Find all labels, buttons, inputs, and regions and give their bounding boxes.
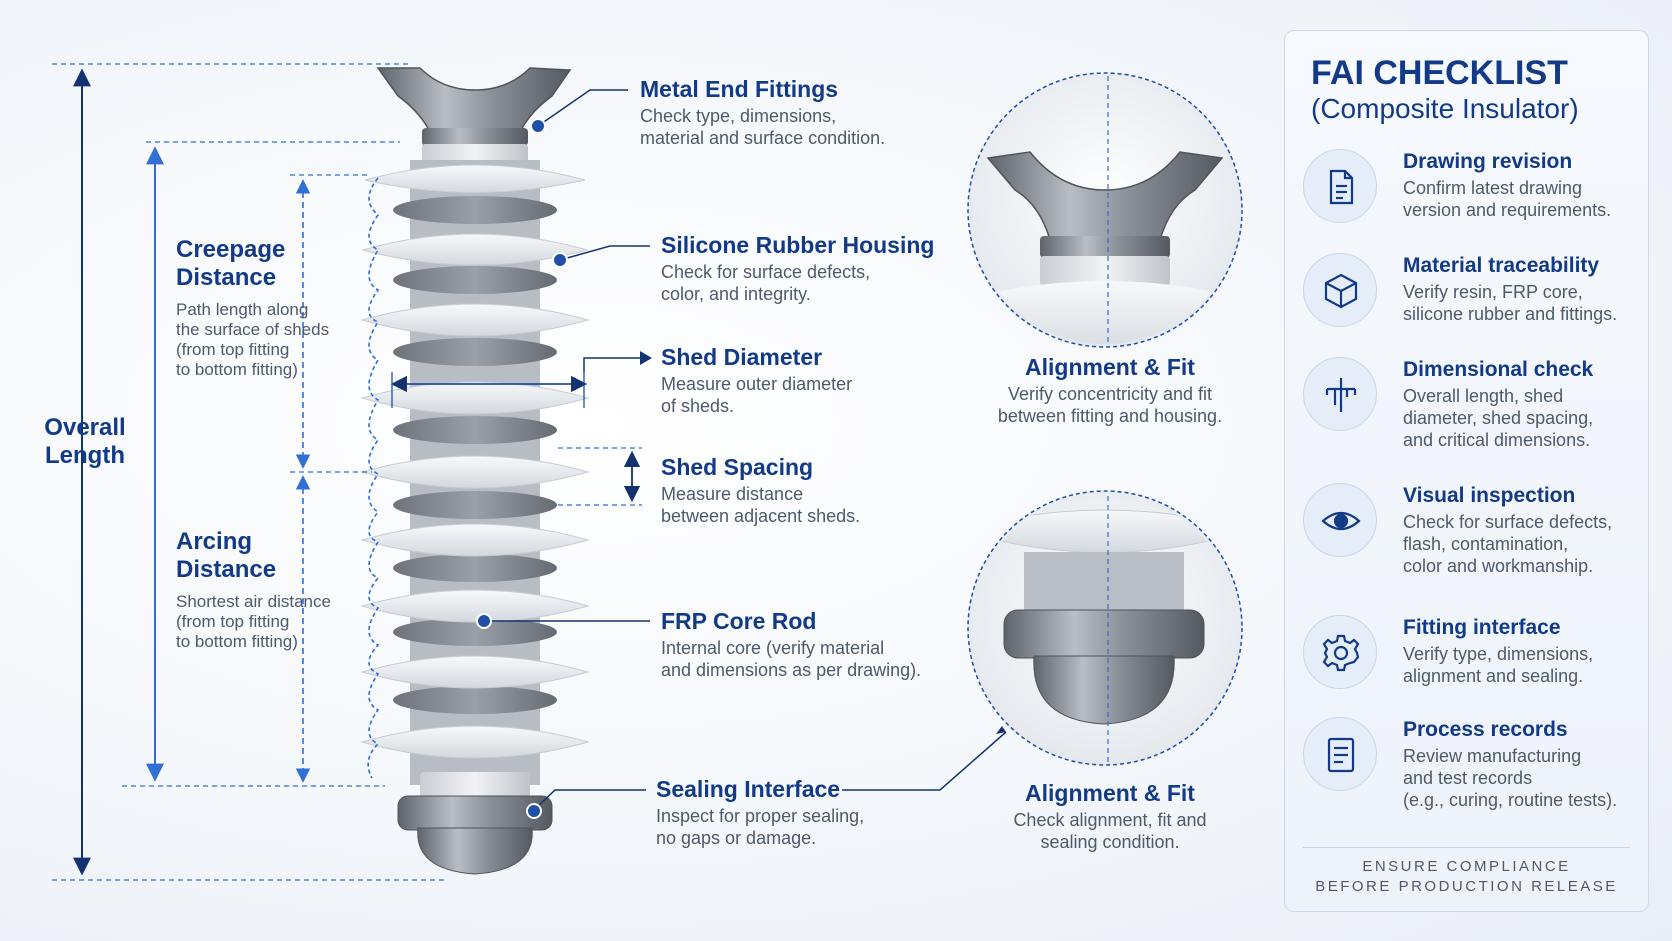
callout-title: Silicone Rubber Housing <box>661 232 935 258</box>
callout-title: FRP Core Rod <box>661 608 817 634</box>
detail-lens-bottom <box>967 490 1243 766</box>
leader-lines <box>484 89 1007 811</box>
arcing-distance-block: Arcing Distance Shortest air distance (f… <box>176 528 331 652</box>
checklist-item-desc: Verify resin, FRP core, silicone rubber … <box>1403 282 1618 324</box>
insulator-illustration <box>360 67 590 875</box>
checklist-item-title: Dimensional check <box>1403 358 1594 381</box>
detail-desc: Verify concentricity and fit between fit… <box>997 384 1223 426</box>
arcing-distance-title: Arcing Distance <box>176 528 277 583</box>
callout-desc: Measure distance between adjacent sheds. <box>661 484 861 526</box>
leader-dots <box>476 118 568 819</box>
checklist-item-title: Drawing revision <box>1403 150 1573 173</box>
arcing-distance-desc: Shortest air distance (from top fitting … <box>176 592 331 651</box>
checklist-item-desc: Check for surface defects, flash, contam… <box>1403 512 1613 576</box>
creepage-distance-desc: Path length along the surface of sheds (… <box>176 300 330 379</box>
creepage-distance-block: Creepage Distance Path length along the … <box>176 236 329 380</box>
detail-desc: Check alignment, fit and sealing conditi… <box>1013 810 1207 852</box>
checklist-item-desc: Review manufacturing and test records (e… <box>1403 746 1618 810</box>
creepage-path <box>367 177 380 779</box>
callout-silicone-rubber-housing: Silicone Rubber Housing Check for surfac… <box>661 232 934 305</box>
dimension-lines <box>52 63 642 881</box>
gear-icon <box>1303 615 1377 689</box>
callout-sealing-interface: Sealing Interface Inspect for proper sea… <box>656 776 864 849</box>
detail-caption-bottom: Alignment & Fit Check alignment, fit and… <box>985 780 1235 853</box>
checklist-divider <box>1303 847 1630 848</box>
checklist-item-desc: Confirm latest drawing version and requi… <box>1403 178 1612 220</box>
checklist-subtitle: (Composite Insulator) <box>1311 93 1579 124</box>
callout-title: Shed Spacing <box>661 454 814 480</box>
checklist-item-title: Fitting interface <box>1403 616 1561 639</box>
detail-caption-top: Alignment & Fit Verify concentricity and… <box>985 354 1235 427</box>
detail-title: Alignment & Fit <box>1025 780 1195 806</box>
callout-title: Metal End Fittings <box>640 76 839 102</box>
callout-shed-spacing: Shed Spacing Measure distance between ad… <box>661 454 860 527</box>
callout-frp-core-rod: FRP Core Rod Internal core (verify mater… <box>661 608 921 681</box>
checklist-item-desc: Overall length, shed diameter, shed spac… <box>1403 386 1594 450</box>
checklist-footer: ENSURE COMPLIANCE BEFORE PRODUCTION RELE… <box>1315 858 1618 895</box>
document-icon <box>1303 149 1377 223</box>
cube-icon <box>1303 253 1377 327</box>
callout-desc: Check type, dimensions, material and sur… <box>640 106 886 148</box>
callout-title: Sealing Interface <box>656 776 841 802</box>
creepage-distance-title: Creepage Distance <box>176 236 286 291</box>
caliper-icon <box>1303 357 1377 431</box>
eye-icon <box>1303 483 1377 557</box>
callout-desc: Check for surface defects, color, and in… <box>661 262 871 304</box>
detail-title: Alignment & Fit <box>1025 354 1195 380</box>
detail-lens-top <box>967 72 1243 348</box>
large-sheds <box>360 164 590 759</box>
checklist-item-title: Material traceability <box>1403 254 1600 277</box>
fai-checklist-panel: FAI CHECKLIST (Composite Insulator) Draw… <box>1284 30 1649 912</box>
records-icon <box>1303 717 1377 791</box>
checklist-item-title: Visual inspection <box>1403 484 1576 507</box>
checklist-item-desc: Verify type, dimensions, alignment and s… <box>1403 644 1594 686</box>
callout-shed-diameter: Shed Diameter Measure outer diameter of … <box>661 344 852 417</box>
checklist-title: FAI CHECKLIST <box>1311 54 1568 92</box>
checklist-item-title: Process records <box>1403 718 1568 741</box>
callout-title: Shed Diameter <box>661 344 823 370</box>
callout-desc: Inspect for proper sealing, no gaps or d… <box>656 806 865 848</box>
callout-desc: Measure outer diameter of sheds. <box>661 374 853 416</box>
overall-length-label: Overall Length <box>44 414 126 469</box>
top-end-fitting <box>376 67 572 133</box>
callout-desc: Internal core (verify material and dimen… <box>661 638 922 680</box>
small-sheds <box>393 196 557 714</box>
callout-metal-end-fittings: Metal End Fittings Check type, dimension… <box>640 76 885 149</box>
